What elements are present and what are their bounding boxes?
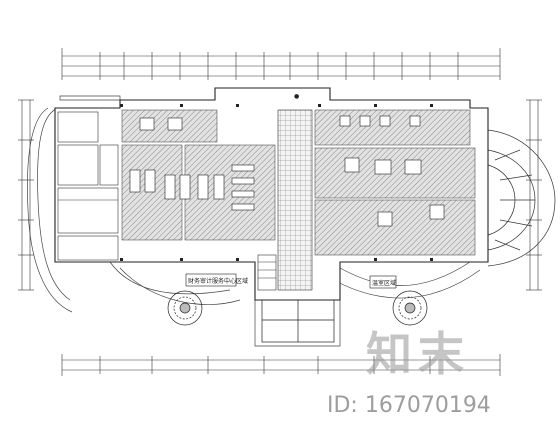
caption-box-right bbox=[369, 275, 397, 289]
bottom-dimension-lines bbox=[61, 354, 501, 376]
site-landscape-curves bbox=[27, 95, 481, 347]
central-corridor bbox=[257, 109, 313, 291]
entrance-canopy bbox=[261, 299, 335, 343]
top-dimension-lines bbox=[61, 48, 501, 80]
caption-box-left bbox=[185, 273, 237, 287]
watermark-id: ID: 167070194 bbox=[327, 393, 491, 418]
structural-columns bbox=[120, 104, 433, 261]
furniture bbox=[129, 115, 445, 227]
side-dimension-lines bbox=[18, 99, 542, 291]
watermark-logo: 知末 bbox=[366, 327, 470, 381]
left-wing-rooms bbox=[57, 111, 119, 261]
round-planter-right bbox=[392, 290, 428, 326]
right-annex bbox=[487, 129, 556, 267]
caption-left: 财务审计服务中心区域 bbox=[188, 277, 248, 285]
caption-right: 温室区域 bbox=[372, 279, 396, 287]
round-planter-left bbox=[167, 290, 203, 326]
north-marker: ● bbox=[294, 93, 299, 100]
